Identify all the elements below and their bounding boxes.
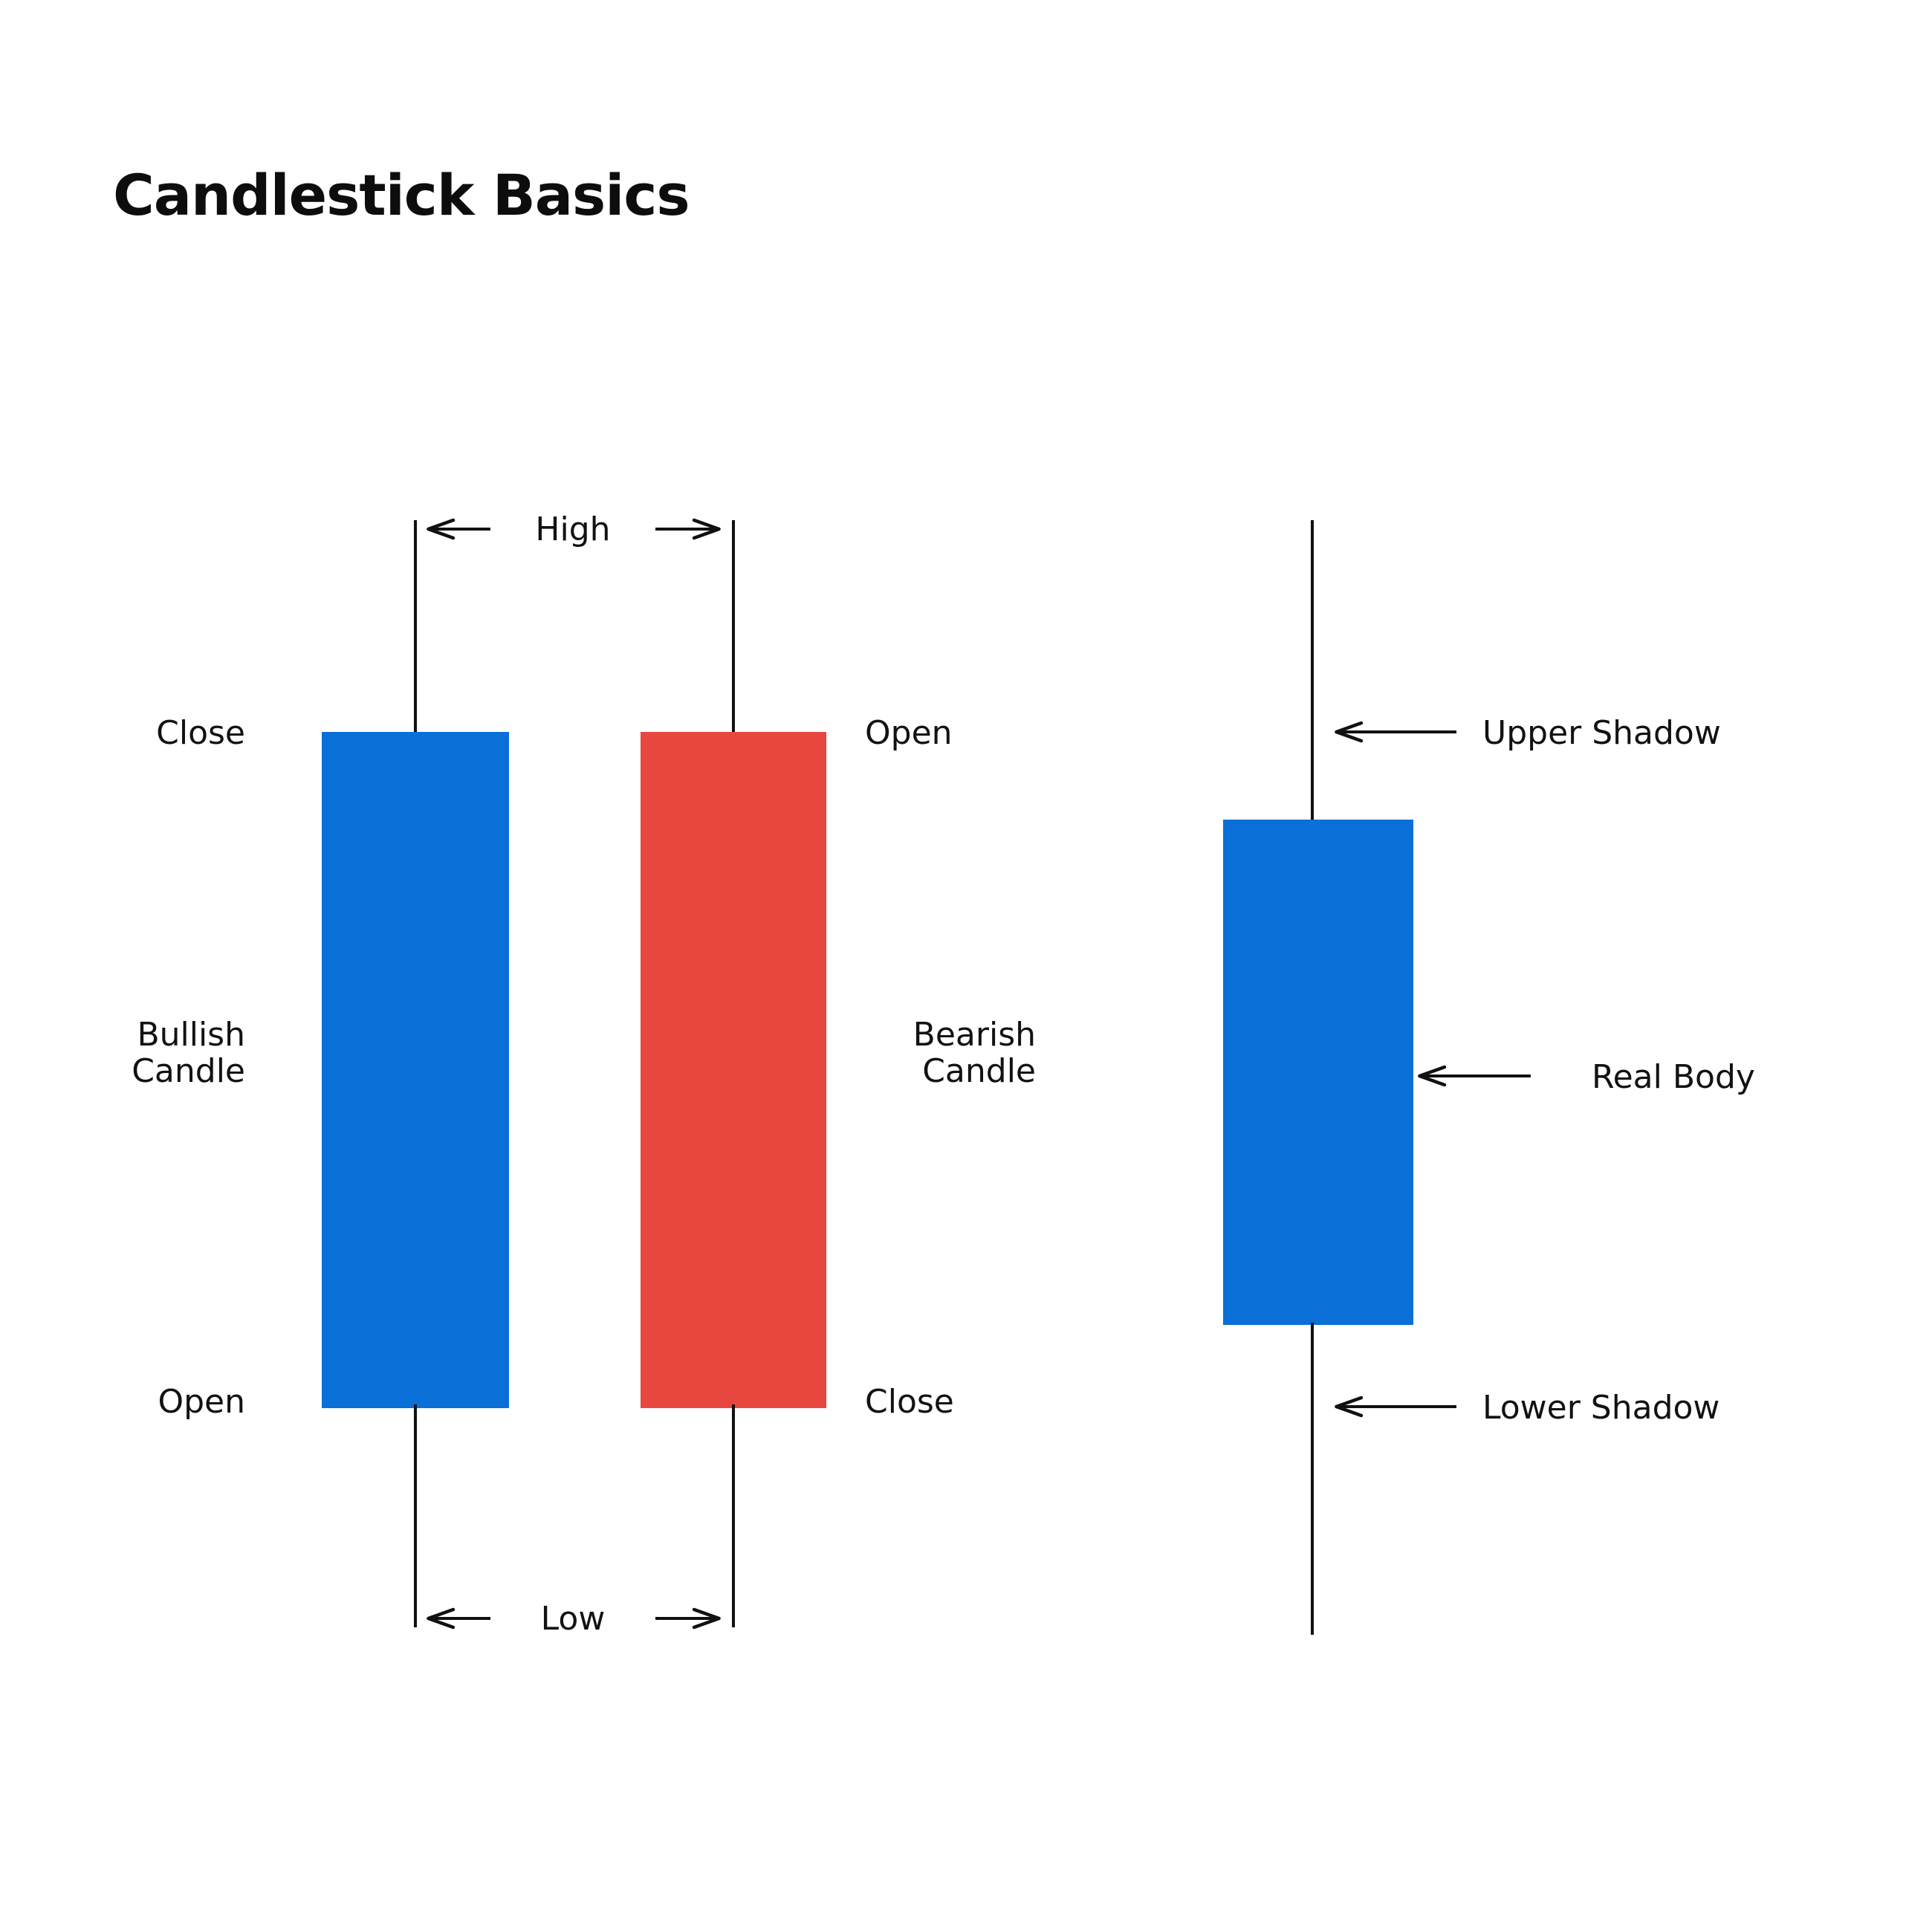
label-lower-shadow: Lower Shadow [1482,1389,1720,1427]
label-high: High [535,510,611,548]
anatomy-lower-wick [1311,1323,1314,1635]
bearish-lower-wick [732,1404,735,1627]
bullish-upper-wick [414,520,417,736]
label-upper-shadow: Upper Shadow [1482,714,1721,752]
anatomy-real-body [1223,820,1413,1325]
label-real-body: Real Body [1592,1058,1755,1096]
bearish-real-body [641,732,826,1408]
bullish-lower-wick [414,1404,417,1627]
label-bearish-open: Open [865,714,953,752]
bullish-real-body [322,732,509,1408]
label-bearish-close: Close [865,1383,954,1421]
bearish-upper-wick [732,520,735,736]
label-low: Low [540,1600,606,1638]
label-bearish-candle: Bearish Candle [912,1016,1036,1091]
anatomy-upper-wick [1311,520,1314,821]
page-title: Candlestick Basics [113,162,690,228]
label-bullish-close: Close [156,714,245,752]
label-bullish-candle: Bullish Candle [132,1016,245,1091]
label-bullish-open: Open [158,1383,245,1421]
